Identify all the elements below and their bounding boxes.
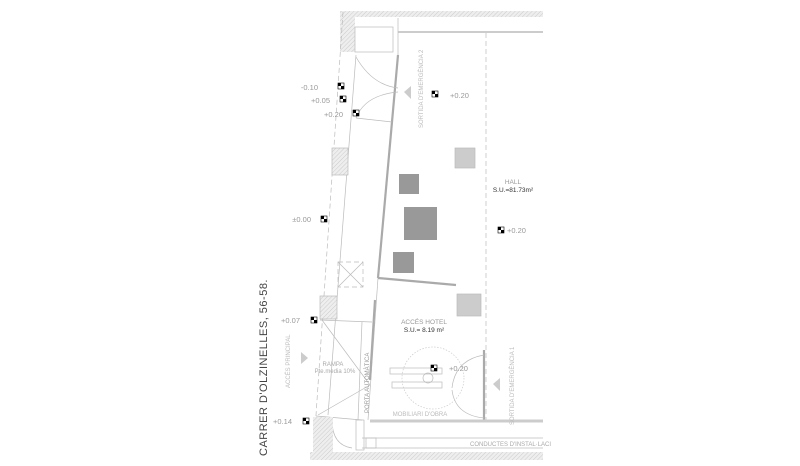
level-marker bbox=[302, 417, 310, 425]
level-label: +0.05 bbox=[311, 96, 330, 105]
hall-name: HALL bbox=[505, 179, 522, 186]
level-label: ±0.00 bbox=[292, 215, 311, 224]
top-room bbox=[354, 26, 394, 53]
column bbox=[313, 417, 333, 453]
automatic-door-label: PORTA AUTOMÀTICA bbox=[364, 353, 371, 413]
ramp-slope-label: Pte.media 10% bbox=[315, 369, 356, 375]
column bbox=[454, 147, 476, 169]
level-marker bbox=[352, 109, 360, 117]
furniture-label: MOBILIARI D'OBRA bbox=[393, 412, 448, 418]
level-label: +0.20 bbox=[324, 110, 343, 119]
level-marker bbox=[339, 95, 347, 103]
level-marker bbox=[337, 82, 345, 90]
exit-arrow-icon bbox=[404, 86, 411, 99]
ducts-label: CONDUCTES D'INSTAL·LACI bbox=[470, 442, 551, 448]
level-label: -0.10 bbox=[301, 83, 318, 92]
exit-arrow-icon bbox=[493, 378, 500, 391]
top-left-wall bbox=[340, 11, 355, 52]
column bbox=[393, 252, 414, 273]
level-marker bbox=[430, 364, 438, 372]
columns bbox=[313, 147, 482, 453]
void-box bbox=[337, 261, 364, 288]
main-access-label: ACCÉS PRINCIPAL bbox=[285, 334, 292, 388]
furniture-area: MOBILIARI D'OBRA bbox=[389, 346, 465, 418]
column bbox=[331, 147, 349, 176]
level-label: +0.20 bbox=[449, 364, 468, 373]
street-name: CARRER D'OLZINELLES, 56-58. bbox=[258, 279, 270, 456]
emergency-exit-1-label: SORTIDA D'EMERGÈNCIA 1 bbox=[509, 346, 516, 425]
level-marker bbox=[431, 90, 439, 98]
partition-wall bbox=[377, 276, 457, 287]
hall-area: S.U.=81.73m² bbox=[493, 187, 534, 194]
facade-wall bbox=[376, 54, 400, 279]
column bbox=[399, 174, 419, 194]
property-line bbox=[312, 11, 344, 461]
level-marker bbox=[310, 316, 318, 324]
level-marker bbox=[497, 226, 505, 234]
level-label: +0.07 bbox=[281, 316, 300, 325]
bottom-hatch bbox=[310, 452, 543, 460]
entrance-arrow-icon bbox=[301, 352, 308, 364]
column bbox=[319, 295, 338, 320]
top-wall bbox=[340, 11, 543, 17]
column bbox=[404, 207, 437, 240]
ramp-label: RAMPA bbox=[323, 362, 344, 368]
column bbox=[456, 293, 482, 317]
level-label: +0.20 bbox=[507, 226, 526, 235]
hotel-access-area: S.U.= 8.19 m² bbox=[404, 327, 445, 334]
level-marker bbox=[320, 215, 328, 223]
level-label: +0.20 bbox=[450, 91, 469, 100]
hotel-access-name: ACCÉS HOTEL bbox=[401, 317, 447, 326]
emergency-exit-2-label: SORTIDA D'EMERGÈNCIA 2 bbox=[418, 49, 425, 128]
level-label: +0.14 bbox=[273, 417, 292, 426]
level-markers: -0.10 +0.05 +0.20 +0.20 ±0.00 +0.20 +0.0… bbox=[273, 82, 526, 426]
